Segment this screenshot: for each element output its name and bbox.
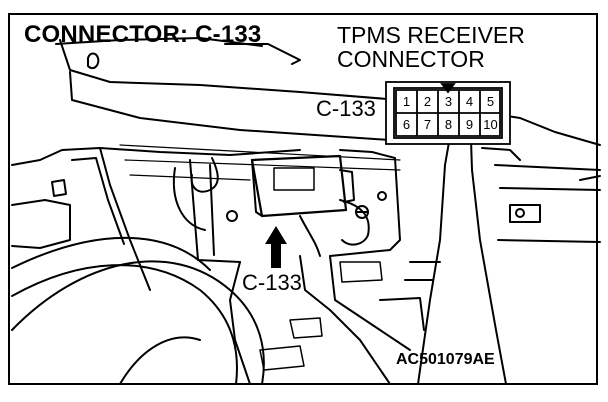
pin-label: 6: [402, 117, 411, 132]
pin-label: 3: [444, 94, 453, 109]
receiver-title-line1: TPMS RECEIVER: [337, 22, 525, 48]
connector-face-diagram: [385, 81, 511, 145]
pin-label: 10: [483, 117, 498, 132]
figure-id: AC501079AE: [396, 351, 495, 368]
callout-arrow: [265, 226, 287, 268]
receiver-title-line2: CONNECTOR: [337, 46, 485, 72]
pin-label: 8: [444, 117, 453, 132]
tpms-receiver-unit: [250, 154, 348, 218]
pin-label: 5: [486, 94, 495, 109]
pin-label: 4: [465, 94, 474, 109]
pin-label: 7: [423, 117, 432, 132]
pin-label: 9: [465, 117, 474, 132]
pin-label: 1: [402, 94, 411, 109]
figure-frame: [8, 13, 598, 385]
connector-face-reference: C-133: [316, 96, 376, 121]
callout-label: C-133: [242, 270, 302, 295]
connector-title: CONNECTOR: C-133: [24, 21, 262, 48]
pin-label: 2: [423, 94, 432, 109]
